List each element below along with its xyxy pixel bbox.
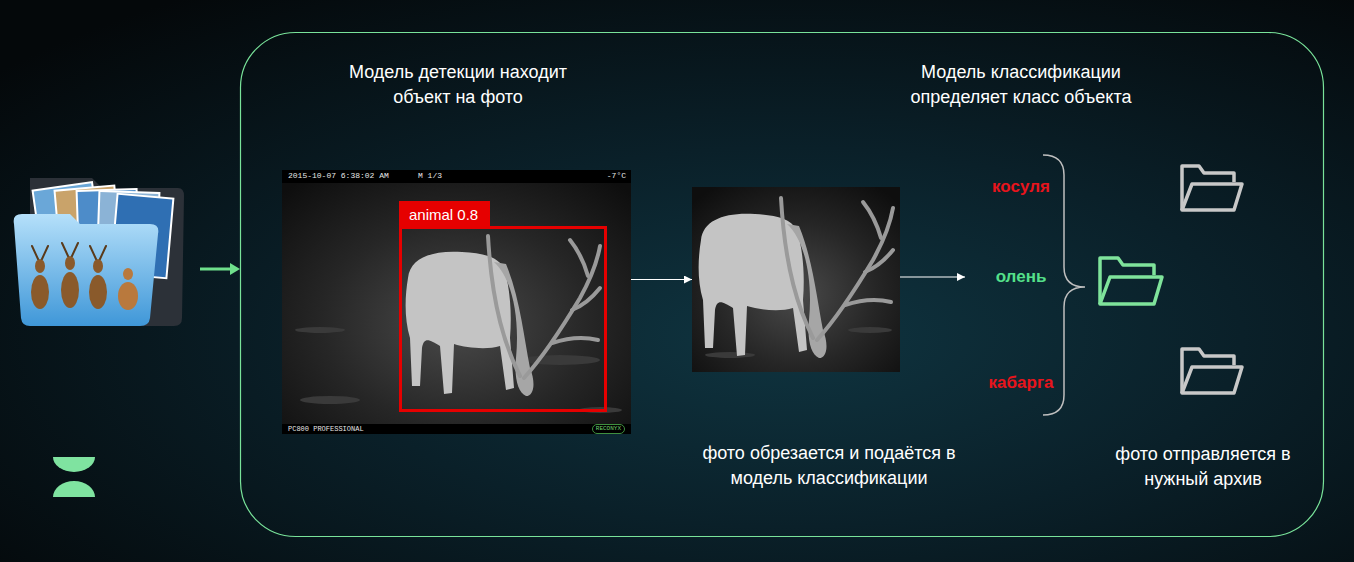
camera-timestamp: 2015-10-07 6:38:02 AM xyxy=(288,171,389,181)
class-label: косуля xyxy=(965,175,1077,199)
camera-photo: 2015-10-07 6:38:02 AM M 1/3 -7°C PC800 PROF… xyxy=(282,170,631,434)
archive-folder-icon-selected xyxy=(1100,258,1162,304)
step-caption: фото обрезается и подаётся в модель клас… xyxy=(674,441,984,491)
pipeline-panel xyxy=(241,33,1324,537)
archive-folder-icon xyxy=(1182,166,1242,210)
input-folder-icon xyxy=(14,178,184,326)
logo xyxy=(53,457,95,497)
stage-heading: Модель детекции находит объект на фото xyxy=(328,60,588,110)
camera-temperature: -7°C xyxy=(607,171,626,181)
text-holder: олень xyxy=(965,265,1077,289)
class-name: косуля xyxy=(965,175,1077,199)
flow-arrow xyxy=(631,279,692,280)
input-arrow xyxy=(200,263,240,275)
camera-model: PC800 PROFESSIONAL xyxy=(288,425,364,434)
class-name: кабарга xyxy=(965,371,1077,395)
detection-box: animal 0.8 xyxy=(399,226,607,412)
stage-caption: фото отправляется в нужный архив xyxy=(1093,442,1313,492)
cropped-photo-image xyxy=(692,187,900,372)
text-holder: кабарга xyxy=(965,371,1077,395)
text-holder: animal 0.8 xyxy=(399,201,490,229)
text-holder: косуля xyxy=(965,175,1077,199)
camera-mode: M 1/3 xyxy=(418,171,442,181)
text-holder: фото обрезается и подаётся в модель клас… xyxy=(674,441,984,491)
class-label: кабарга xyxy=(965,371,1077,395)
text-holder: -7°C xyxy=(607,171,626,181)
camera-photo-image xyxy=(282,170,631,434)
class-label: олень xyxy=(965,265,1077,289)
camera-brand: RECONYX xyxy=(592,424,625,434)
text-holder: Модель классификации определяет класс об… xyxy=(891,60,1151,110)
archive-folder-icon xyxy=(1182,349,1242,393)
flow-arrow xyxy=(900,276,965,277)
stage-heading: Модель классификации определяет класс об… xyxy=(891,60,1151,110)
class-name: олень xyxy=(965,265,1077,289)
cropped-photo: фото обрезается и подаётся в модель клас… xyxy=(692,187,900,372)
text-holder: 2015-10-07 6:38:02 AM xyxy=(288,171,389,181)
text-holder: Модель детекции находит объект на фото xyxy=(328,60,588,110)
text-holder: M 1/3 xyxy=(418,171,442,181)
detection-label: animal 0.8 xyxy=(399,201,490,229)
text-holder: фото отправляется в нужный архив xyxy=(1093,442,1313,492)
text-holder: PC800 PROFESSIONAL xyxy=(288,425,364,434)
text-holder: RECONYX xyxy=(592,424,625,434)
